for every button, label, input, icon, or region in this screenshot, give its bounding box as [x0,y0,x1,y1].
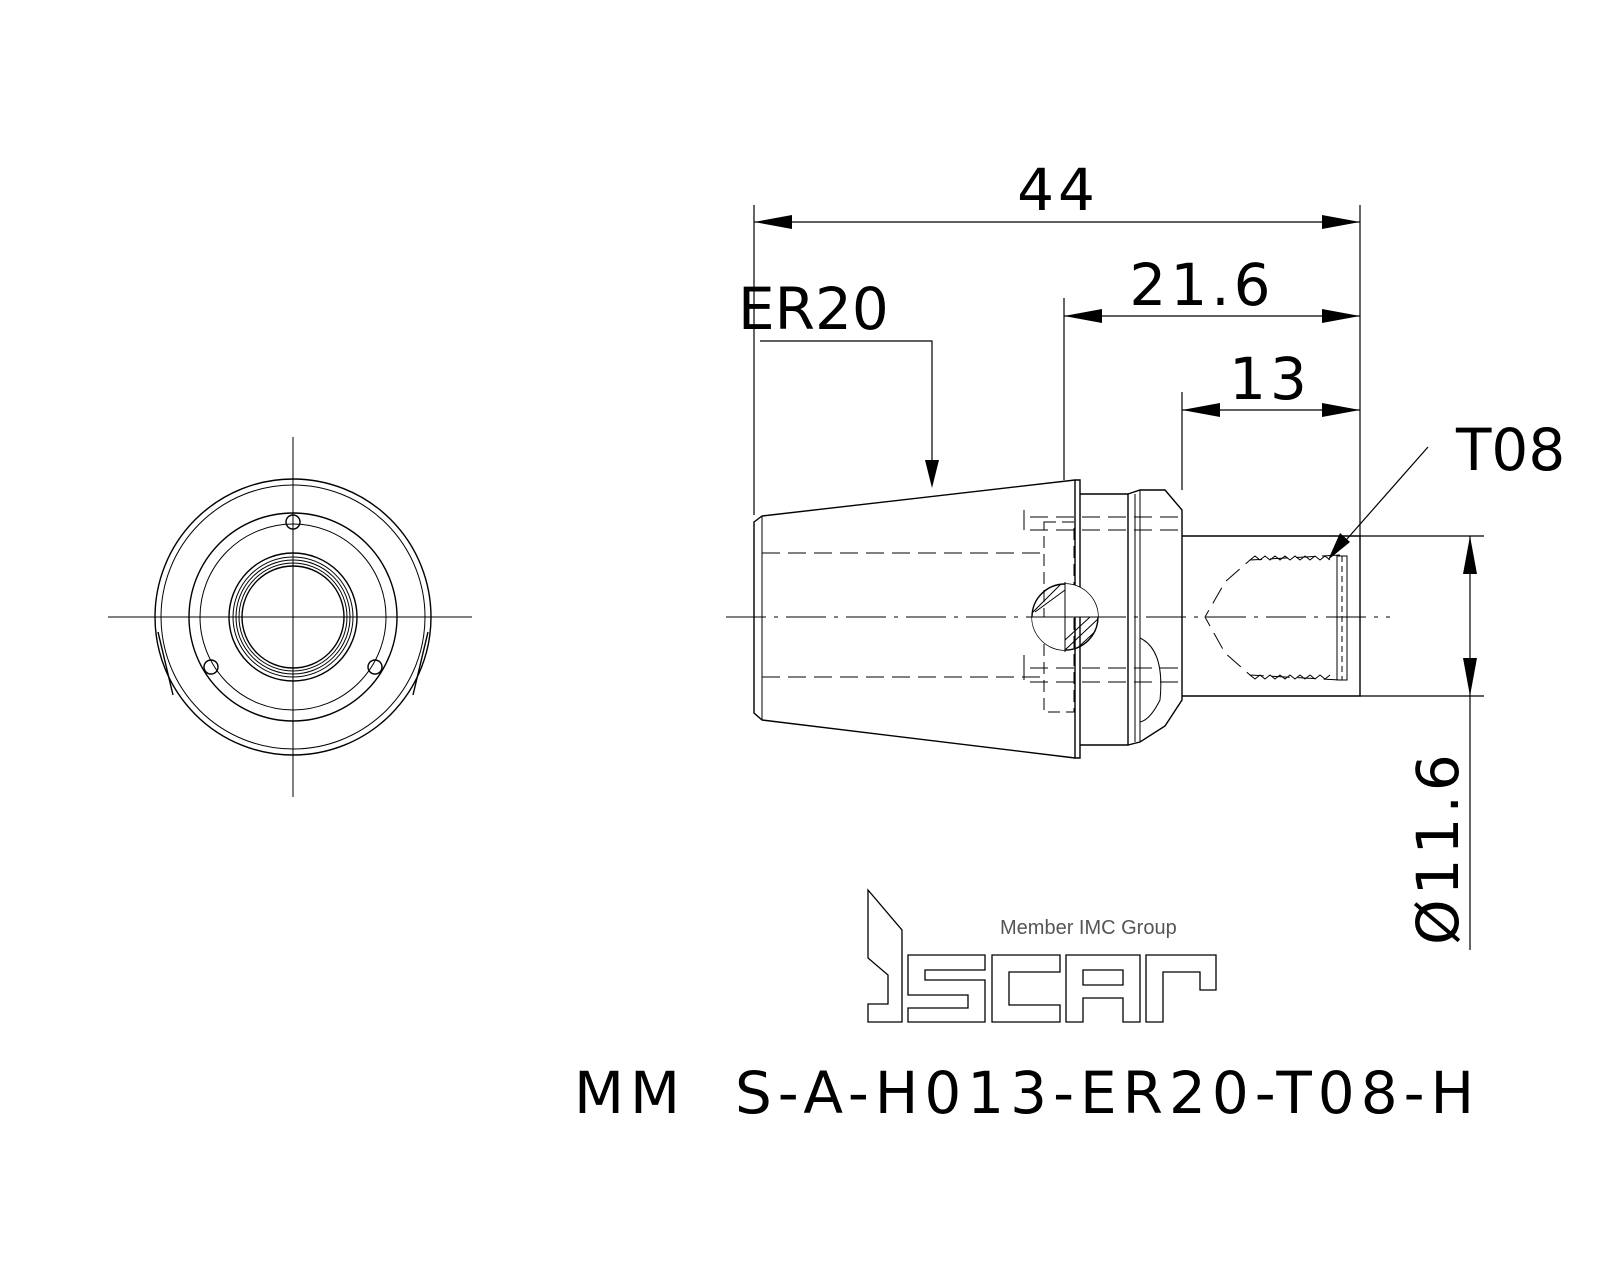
front-view-bore-ring-3 [238,562,348,672]
callout-t08-label: T08 [1455,416,1565,484]
dim-13-arrow-left [1182,403,1220,417]
cross-hole-hatching [1032,584,1098,650]
dim-21-6-arrow-left [1064,309,1102,323]
logo-letter-c [991,954,1061,1023]
collet-taper-body [753,479,1081,759]
callouts: ER20 T08 [738,275,1565,560]
front-view-bore-inner [241,565,345,669]
flange-curve [1139,637,1162,723]
model-designation: MM S-A-H013-ER20-T08-H [574,1059,1480,1127]
dim-13-arrow-right [1322,403,1360,417]
front-view-chamfer-circle [160,484,426,750]
shank-body [1182,535,1361,697]
callout-t08-leader [1331,446,1429,557]
dim-21-6-label: 21.6 [1129,251,1274,319]
logo-letter-i [867,888,903,1023]
dim-21-6-arrow-right [1322,309,1360,323]
logo-letter-r [1145,954,1217,1023]
front-view-hole-right [367,659,383,675]
flange-body [1080,493,1129,746]
front-view-outer-circle [154,478,432,756]
dim-dia-arrow-top [1463,536,1477,574]
front-view-inner-ring [199,523,387,711]
front-view [108,437,472,797]
front-view-hole-left [203,659,219,675]
logo-tagline: Member IMC Group [1000,917,1177,939]
front-view-flat-right [412,631,429,696]
dim-44-label: 44 [1017,156,1099,224]
side-view [726,479,1390,759]
logo-letter-a [1065,954,1141,1023]
thread-teeth-bottom [1249,674,1331,680]
front-view-bore-ring-2 [235,559,351,675]
front-view-hole-top [285,514,301,530]
logo-letter-s [907,954,986,1023]
front-view-nut-circle [188,512,398,722]
front-view-bore-ring-1 [232,556,354,678]
dim-44-arrow-right [1322,215,1360,229]
callout-er20-label: ER20 [738,275,889,343]
dim-13-label: 13 [1229,345,1311,413]
iscar-logo: Member IMC Group iscar [0,0,1217,1023]
flange-ring [1127,489,1183,746]
callout-er20-arrow [925,460,939,488]
dimensions: 44 21.6 13 Ø11.6 [753,156,1484,950]
front-view-flat-left [157,631,174,696]
dim-dia-label: Ø11.6 [1404,750,1472,945]
dim-44-arrow-left [754,215,792,229]
callout-t08-arrow [1328,533,1350,560]
logo-brand-text: iscar [0,0,3,1]
dim-dia-arrow-bottom [1463,658,1477,696]
callout-er20-leader [760,340,933,480]
front-view-bore-outer [228,552,358,682]
thread-teeth-top [1249,555,1331,561]
